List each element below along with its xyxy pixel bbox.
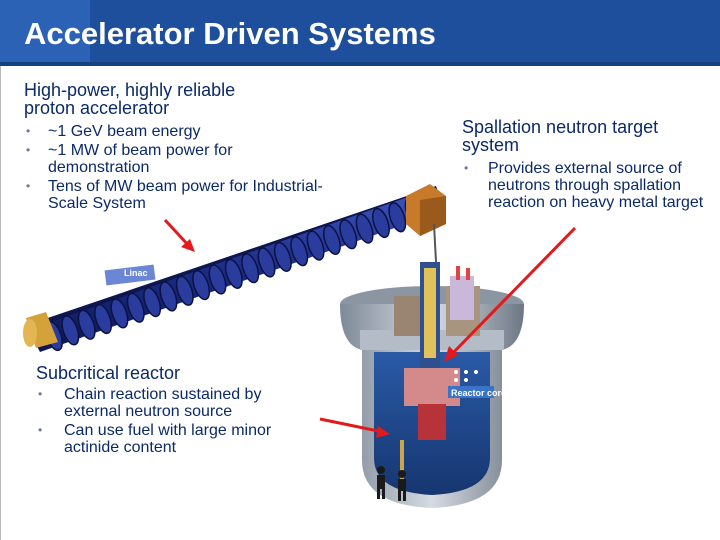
bullet-text: Can use fuel with large minor actinide c…: [64, 422, 272, 456]
linac-ring: [159, 281, 178, 312]
title-bar: Accelerator Driven Systems: [0, 0, 720, 66]
linac-ring: [126, 292, 145, 323]
spallation-block: Spallation neutron target system • Provid…: [462, 118, 717, 213]
title-bar-highlight: [0, 0, 90, 66]
pointer-arrows: [163, 218, 577, 438]
slide-title: Accelerator Driven Systems: [24, 16, 436, 51]
accelerator-heading: High-power, highly reliable proton accel…: [24, 80, 236, 118]
linac-ring: [224, 258, 243, 289]
bullet-icon: •: [26, 143, 31, 157]
linac-ring: [61, 315, 80, 346]
reactor-heading: Subcritical reactor: [36, 363, 181, 383]
target-region: [418, 404, 446, 440]
accelerator-bullet-list: • ~1 GeV beam energy • ~1 MW of beam power…: [24, 123, 324, 212]
list-item: • Provides external source of neutrons th…: [462, 160, 717, 211]
spallation-heading: Spallation neutron target system: [462, 117, 659, 155]
linac-ring: [339, 219, 358, 250]
bullet-icon: •: [26, 179, 31, 193]
linac-ring: [175, 275, 194, 306]
bullet-text: Chain reaction sustained by external neu…: [64, 386, 262, 420]
linac-ring: [322, 224, 341, 256]
list-item: • Can use fuel with large minor actinide …: [36, 422, 316, 456]
bullet-icon: •: [38, 423, 43, 437]
linac-ring: [110, 298, 129, 329]
linac-ring: [192, 270, 211, 301]
linac-label: Linac: [124, 268, 148, 278]
reactor-core-label: Reactor core: [451, 388, 507, 398]
linac-tag: [103, 263, 157, 287]
list-item: • Chain reaction sustained by external ne…: [36, 386, 316, 420]
linac-ring: [208, 264, 227, 295]
linac: [23, 186, 446, 352]
beam-tube-core: [424, 268, 436, 358]
dots: [454, 370, 478, 382]
list-item: • ~1 GeV beam energy: [24, 123, 324, 140]
target-head: [450, 276, 474, 320]
linac-ring: [388, 202, 407, 233]
bullet-text: ~1 MW of beam power for demonstration: [48, 142, 233, 176]
linac-ring: [290, 236, 309, 267]
linac-ring: [77, 309, 96, 340]
bullet-text: Tens of MW beam power for Industrial-Sca…: [48, 178, 323, 212]
bullet-text: Provides external source of neutrons thr…: [488, 160, 704, 211]
linac-ring: [241, 253, 260, 284]
linac-ring: [143, 286, 162, 318]
linac-ring: [355, 213, 374, 244]
title-bar-rule: [0, 62, 720, 66]
linac-ring: [306, 230, 325, 261]
slide-frame-edge: [0, 66, 1, 540]
linac-ring: [257, 247, 276, 278]
beam-bender: [406, 184, 446, 263]
list-item: • Tens of MW beam power for Industrial-Sc…: [24, 178, 324, 212]
linac-end-cap: [23, 312, 58, 348]
linac-ring: [94, 303, 113, 335]
bullet-icon: •: [464, 161, 469, 175]
reactor-block: Subcritical reactor • Chain reaction sust…: [36, 364, 316, 458]
spallation-bullet-list: • Provides external source of neutrons th…: [462, 160, 717, 211]
linac-rings: [45, 190, 439, 352]
linac-ring: [371, 207, 390, 239]
people-silhouettes: [377, 466, 406, 501]
bullet-icon: •: [26, 124, 31, 138]
list-item: • ~1 MW of beam power for demonstration: [24, 142, 324, 176]
reactor-bullet-list: • Chain reaction sustained by external ne…: [36, 386, 316, 456]
linac-ring: [273, 241, 292, 272]
bullet-text: ~1 GeV beam energy: [48, 123, 201, 140]
accelerator-block: High-power, highly reliable proton accel…: [24, 81, 324, 214]
bullet-icon: •: [38, 387, 43, 401]
reactor-vessel: [340, 262, 524, 508]
